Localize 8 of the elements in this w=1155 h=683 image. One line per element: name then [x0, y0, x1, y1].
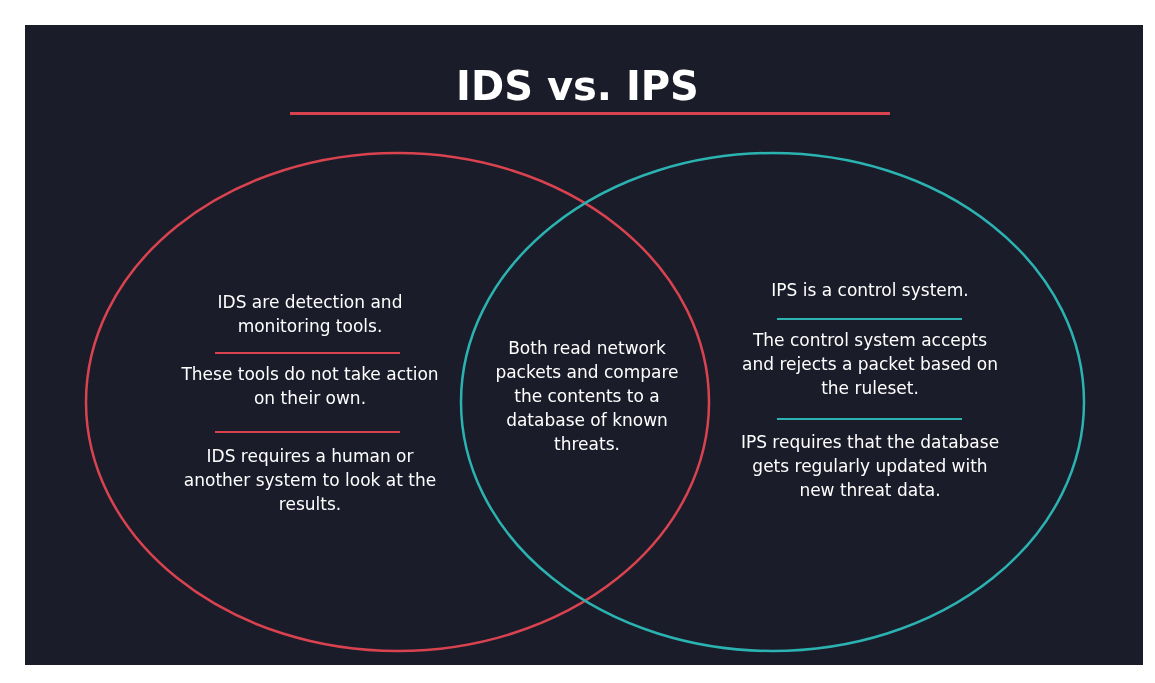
description-text: These tools do not take action on their own. [180, 363, 440, 410]
description-text: IDS requires a human or another system to look at the results. [182, 445, 438, 516]
description-text: IDS are detection and monitoring tools. [216, 291, 404, 338]
description-text: The control system accepts and rejects a packet based on the ruleset. [741, 329, 999, 400]
overlap-text: Both read network packets and compare the contents to a database of known threats. [494, 337, 680, 456]
description-text: IPS is a control system. [770, 279, 970, 302]
description-text: IPS requires that the database gets regularly updated with new threat data. [739, 431, 1001, 502]
title: IDS vs. IPS [455, 62, 700, 110]
